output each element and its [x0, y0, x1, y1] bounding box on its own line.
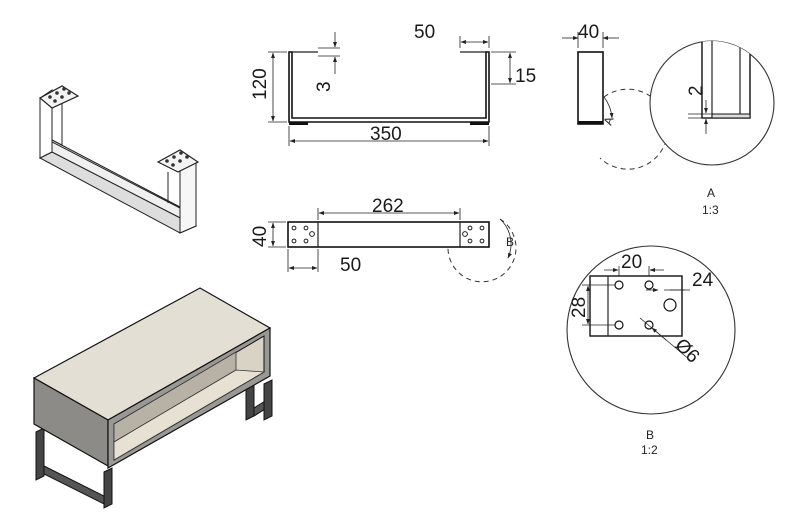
- dim-detail-b-28: 28: [569, 297, 590, 318]
- top-view: 262 40 50 B: [250, 196, 517, 283]
- dim-plate-50: 50: [340, 255, 361, 276]
- dim-topview-40: 40: [250, 226, 271, 247]
- detail-a-scale: 1:3: [702, 203, 719, 217]
- dim-top-50: 50: [414, 22, 435, 43]
- dim-flange-15: 15: [515, 66, 536, 87]
- dim-detail-a-2: 2: [686, 85, 707, 96]
- dim-detail-b-20: 20: [621, 252, 642, 273]
- detail-a-label: A: [707, 186, 715, 200]
- callout-b: B: [506, 235, 514, 249]
- front-view: 50 15 120 3 350: [250, 22, 536, 146]
- dim-detail-b-24: 24: [692, 270, 714, 291]
- dim-width-350: 350: [370, 124, 402, 145]
- detail-b: 20 24 28 Ø6 B 1:2: [566, 245, 736, 457]
- isometric-table-view: [32, 287, 273, 509]
- dim-thickness-3: 3: [314, 81, 335, 92]
- detail-b-label: B: [646, 428, 654, 442]
- dim-height-120: 120: [250, 68, 271, 100]
- plate-right: [156, 149, 200, 173]
- isometric-leg-view: [38, 85, 200, 234]
- dim-span-262: 262: [372, 196, 404, 217]
- dim-side-40: 40: [578, 22, 599, 43]
- detail-b-scale: 1:2: [641, 443, 658, 457]
- callout-a: A: [601, 115, 617, 127]
- detail-a: 2 A 1:3: [649, 40, 775, 217]
